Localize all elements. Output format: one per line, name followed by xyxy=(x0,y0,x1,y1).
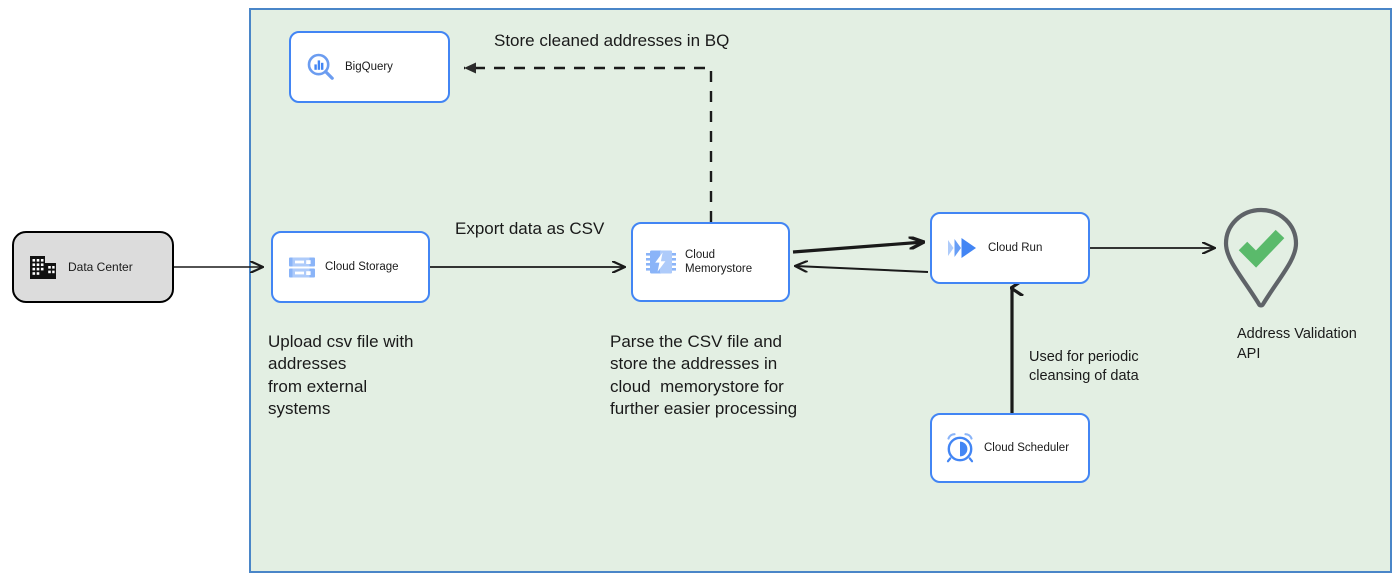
edge-label-store-cleaned-bq: Store cleaned addresses in BQ xyxy=(494,31,730,50)
caption-parse-csv: Parse the CSV file and store the address… xyxy=(610,332,798,419)
node-label-cloud-run: Cloud Run xyxy=(988,241,1043,254)
node-cloud-run[interactable]: Cloud Run xyxy=(930,212,1090,284)
cloud-memorystore-chip-icon xyxy=(645,246,677,278)
cloud-run-play-icon xyxy=(946,233,980,263)
node-label-cloud-scheduler: Cloud Scheduler xyxy=(984,441,1070,454)
node-address-validation-api[interactable] xyxy=(1219,206,1303,310)
node-cloud-memorystore[interactable]: Cloud Memorystore xyxy=(631,222,790,302)
node-bigquery[interactable]: BigQuery xyxy=(289,31,450,103)
edge-label-periodic-cleanse: Used for periodic cleansing of data xyxy=(1029,349,1139,385)
label-address-validation-api: Address Validation API xyxy=(1237,326,1357,362)
node-data-center[interactable]: Data Center xyxy=(12,231,174,303)
map-pin-check-icon xyxy=(1223,207,1299,308)
caption-upload-csv: Upload csv file with addresses from exte… xyxy=(268,332,414,419)
node-cloud-scheduler[interactable]: Cloud Scheduler xyxy=(930,413,1090,483)
edge-label-export-csv: Export data as CSV xyxy=(455,219,605,238)
cloud-storage-icon xyxy=(287,252,317,282)
cloud-scheduler-alarm-clock-icon xyxy=(944,432,976,464)
node-label-data-center: Data Center xyxy=(68,259,133,274)
node-label-cloud-memorystore: Cloud Memorystore xyxy=(685,248,753,275)
datacenter-building-icon xyxy=(26,250,60,284)
node-label-bigquery: BigQuery xyxy=(345,60,393,73)
node-label-cloud-storage: Cloud Storage xyxy=(325,260,399,273)
bigquery-magnifier-icon xyxy=(305,51,337,83)
node-cloud-storage[interactable]: Cloud Storage xyxy=(271,231,430,303)
